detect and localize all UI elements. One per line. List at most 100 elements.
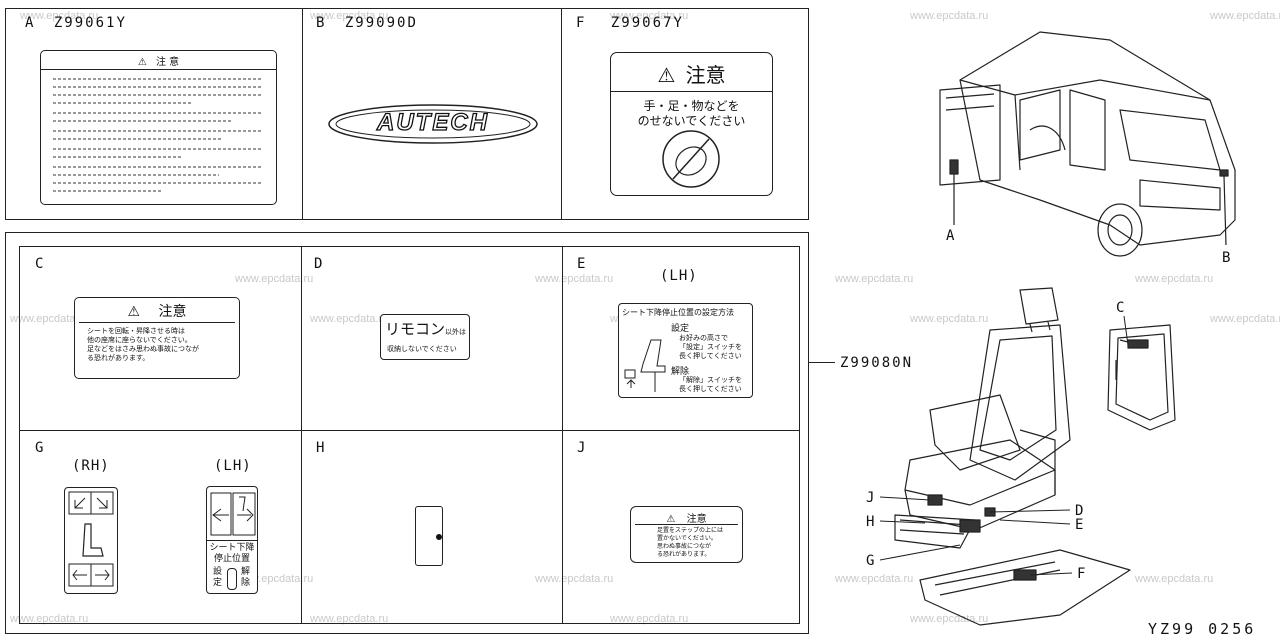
part-C-letter: C	[35, 256, 45, 272]
label-D-note: 収納しないでください	[387, 345, 457, 353]
watermark: www.epcdata.ru	[835, 273, 914, 285]
warning-icon: ⚠	[137, 57, 147, 68]
part-D-letter: D	[314, 256, 324, 272]
watermark: www.epcdata.ru	[310, 10, 389, 22]
watermark: www.epcdata.ru	[310, 313, 389, 325]
watermark: www.epcdata.ru	[10, 313, 89, 325]
part-letter: B	[316, 15, 327, 31]
plate-dot	[436, 534, 442, 540]
callout-B: B	[1222, 250, 1232, 266]
watermark: www.epcdata.ru	[310, 613, 389, 625]
part-A-header: A Z99061Y	[25, 15, 127, 31]
part-B-header: B Z99090D	[316, 15, 418, 31]
label-D: リモコン以外は 収納しないでください	[380, 314, 470, 360]
no-foot-icon	[662, 130, 720, 188]
switch-label-G-lh: シート下降 停止位置 設定 解除	[206, 486, 258, 594]
warning-icon: ⚠	[657, 63, 676, 87]
caution-label-C: ⚠ 注意 シートを回転・昇降させる時は 他の座席に座らないでください。 足などを…	[74, 297, 240, 379]
part-F-header: F Z99067Y	[576, 15, 684, 31]
warning-icon: ⚠	[666, 514, 676, 525]
panel-divider	[301, 246, 302, 624]
diagram-code: YZ99 0256	[1148, 620, 1257, 638]
caution-title: ⚠ 注意	[657, 63, 726, 87]
callout-H: H	[866, 514, 876, 530]
label-E-set: 設定	[671, 324, 690, 334]
label-D-title: リモコン以外は	[385, 320, 467, 338]
callout-D: D	[1075, 503, 1085, 519]
seat-height-label-E: シート下降停止位置の設定方法 設定 お好みの高さで 「設定」スイッチを 長く押し…	[618, 303, 753, 398]
label-G-text: シート下降 停止位置	[209, 543, 255, 564]
callout-E: E	[1075, 517, 1085, 533]
part-code: Z99090D	[344, 15, 418, 31]
callout-J: J	[866, 490, 876, 506]
callout-A: A	[946, 228, 956, 244]
part-code: Z99061Y	[53, 15, 127, 31]
side-indicator-rh: (RH)	[72, 458, 110, 474]
seat-switch-icons	[68, 491, 114, 587]
caution-title: ⚠ 注意	[127, 304, 187, 320]
callout-F: F	[1077, 566, 1087, 582]
label-E-set-note: お好みの高さで 「設定」スイッチを 長く押してください	[679, 334, 742, 360]
part-code: Z99067Y	[610, 15, 684, 31]
side-indicator: (LH)	[660, 268, 698, 284]
autech-emblem	[328, 104, 538, 144]
watermark: www.epcdata.ru	[1210, 313, 1280, 325]
caution-body: 足置をステップの上には 置かないでください。 思わぬ事故につなが る恐れがありま…	[657, 527, 724, 558]
watermark: www.epcdata.ru	[235, 273, 314, 285]
watermark: www.epcdata.ru	[1135, 273, 1214, 285]
watermark: www.epcdata.ru	[910, 10, 989, 22]
text-placeholder-lines	[53, 78, 263, 192]
panel-divider	[19, 430, 800, 431]
watermark: www.epcdata.ru	[910, 313, 989, 325]
label-G-set: 設定	[213, 567, 223, 588]
emblem-text: AUTECH	[376, 108, 489, 136]
caution-label-J: ⚠ 注意 足置をステップの上には 置かないでください。 思わぬ事故につなが る恐…	[630, 506, 743, 563]
part-letter: F	[576, 15, 587, 31]
watermark: www.epcdata.ru	[1210, 10, 1280, 22]
caution-title: ⚠ 注意	[666, 514, 707, 525]
side-indicator-lh: (LH)	[214, 458, 252, 474]
watermark: www.epcdata.ru	[535, 273, 614, 285]
switch-capsule	[227, 568, 237, 590]
bottom-label-panel-outer	[5, 232, 809, 634]
label-E-title: シート下降停止位置の設定方法	[622, 308, 734, 317]
watermark: www.epcdata.ru	[610, 613, 689, 625]
caution-line: のせないでください	[637, 114, 746, 128]
caution-label-A: ⚠ 注 意	[40, 50, 277, 205]
seat-icon	[624, 339, 666, 392]
vehicle-illustration	[939, 31, 1236, 257]
caution-title: ⚠ 注 意	[137, 57, 180, 68]
panel-divider	[302, 8, 303, 220]
watermark: www.epcdata.ru	[835, 573, 914, 585]
watermark: www.epcdata.ru	[610, 10, 689, 22]
seat-switch-icons	[210, 492, 256, 536]
panel-divider	[561, 8, 562, 220]
part-J-letter: J	[577, 440, 587, 456]
part-H-letter: H	[316, 440, 326, 456]
group-part-code: Z99080N	[840, 355, 914, 371]
callout-C: C	[1116, 300, 1126, 316]
watermark: www.epcdata.ru	[20, 10, 99, 22]
label-E-release: 解除	[671, 367, 690, 377]
caution-line: 手・足・物などを	[643, 99, 740, 113]
warning-icon: ⚠	[127, 304, 141, 320]
part-E-letter: E	[577, 256, 587, 272]
watermark: www.epcdata.ru	[10, 613, 89, 625]
label-G-release: 解除	[241, 567, 251, 588]
top-label-panel	[5, 8, 809, 220]
part-letter: A	[25, 15, 36, 31]
watermark: www.epcdata.ru	[910, 613, 989, 625]
caution-label-F: ⚠ 注意 手・足・物などを のせないでください	[610, 52, 773, 196]
caution-body: シートを回転・昇降させる時は 他の座席に座らないでください。 足などをはさみ思わ…	[87, 327, 199, 362]
callout-G: G	[866, 553, 876, 569]
bottom-label-panel-inner	[19, 246, 800, 624]
label-E-release-note: 「解除」スイッチを 長く押してください	[679, 376, 742, 393]
watermark: www.epcdata.ru	[1135, 573, 1214, 585]
seat-illustration	[894, 287, 1176, 626]
leader-line	[809, 362, 835, 363]
switch-label-G-rh	[64, 487, 118, 594]
panel-divider	[562, 246, 563, 624]
part-G-letter: G	[35, 440, 45, 456]
watermark: www.epcdata.ru	[535, 573, 614, 585]
